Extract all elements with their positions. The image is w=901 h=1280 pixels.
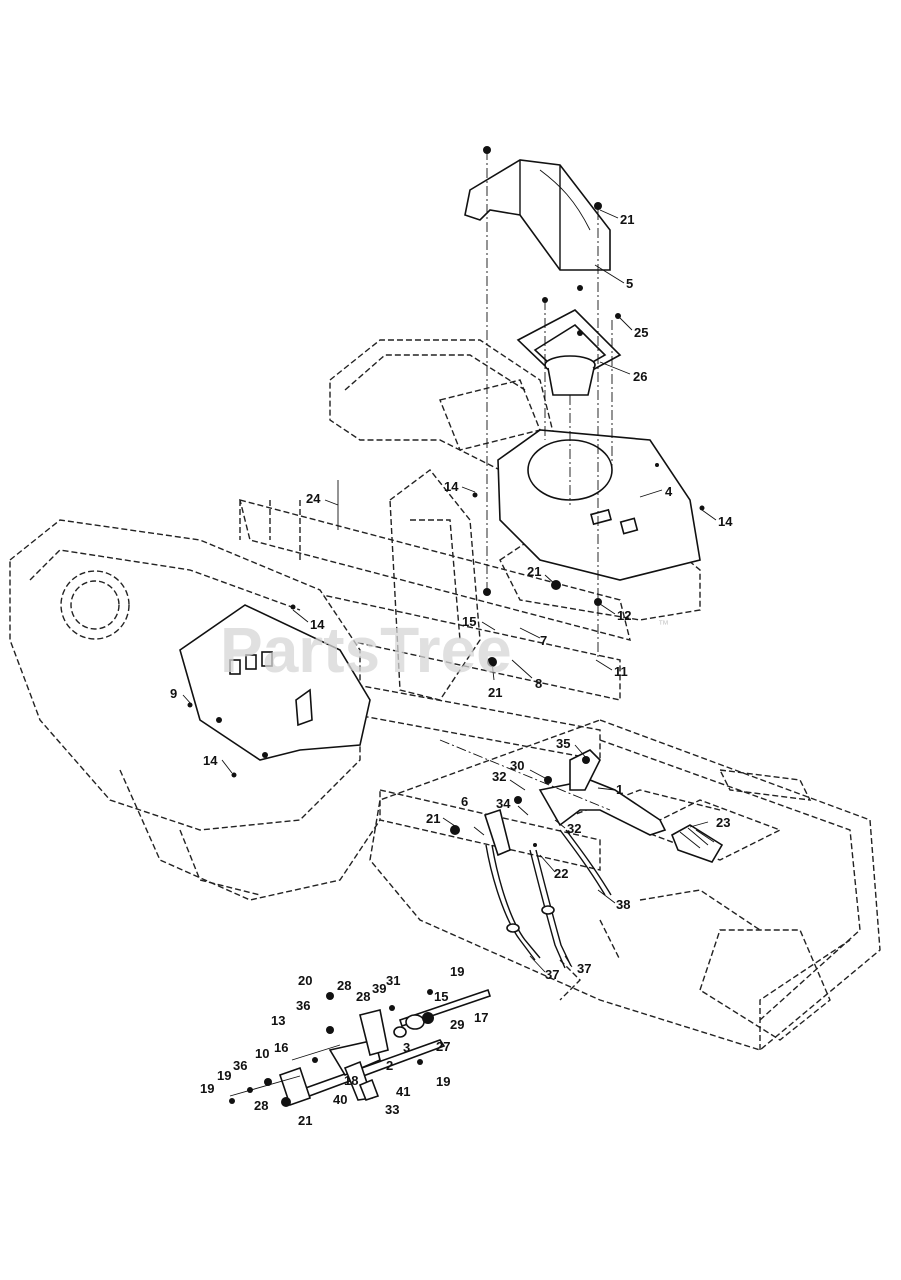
callout-31: 31 (386, 973, 400, 988)
callout-22: 22 (554, 866, 568, 881)
callout-7: 7 (540, 633, 547, 648)
callout-23: 23 (716, 815, 730, 830)
callout-41: 41 (396, 1084, 410, 1099)
callout-10: 10 (255, 1046, 269, 1061)
part-9-cover (179, 604, 371, 761)
callout-21: 21 (488, 685, 502, 700)
callout-20: 20 (298, 973, 312, 988)
part-4-console (497, 429, 701, 581)
part-1-lever (538, 749, 667, 836)
callout-6: 6 (461, 794, 468, 809)
part-23-knob (670, 824, 724, 863)
callout-5: 5 (626, 276, 633, 291)
callout-11: 11 (614, 664, 628, 679)
callout-4: 4 (665, 484, 673, 499)
callout-21: 21 (527, 564, 541, 579)
watermark-trademark: ™ (658, 619, 669, 631)
callout-32: 32 (567, 821, 581, 836)
callout-2: 2 (386, 1058, 393, 1073)
callout-19: 19 (200, 1081, 214, 1096)
callout-19: 19 (217, 1068, 231, 1083)
callout-28: 28 (254, 1098, 268, 1113)
callout-28: 28 (337, 978, 351, 993)
callout-32: 32 (492, 769, 506, 784)
callout-16: 16 (274, 1040, 288, 1055)
callout-17: 17 (474, 1010, 488, 1025)
callout-1: 1 (616, 782, 623, 797)
callout-labels: 21 5 25 26 4 14 14 24 21 12 14 15 7 11 9… (170, 212, 733, 1128)
callout-15: 15 (462, 614, 476, 629)
callout-8: 8 (535, 676, 542, 691)
part-6-arm (483, 808, 511, 857)
part-38-cable (559, 829, 612, 896)
callout-40: 40 (333, 1092, 347, 1107)
callout-19: 19 (436, 1074, 450, 1089)
callout-15: 15 (434, 989, 448, 1004)
callout-25: 25 (634, 325, 648, 340)
callout-38: 38 (616, 897, 630, 912)
callout-21: 21 (620, 212, 634, 227)
part-5-bracket (464, 159, 611, 271)
callout-24: 24 (306, 491, 321, 506)
callout-13: 13 (271, 1013, 285, 1028)
callout-14: 14 (310, 617, 325, 632)
part-37-cables (485, 844, 572, 969)
callout-36: 36 (233, 1058, 247, 1073)
callout-21: 21 (298, 1113, 312, 1128)
callout-14: 14 (718, 514, 733, 529)
callout-18: 18 (344, 1073, 358, 1088)
callout-14: 14 (444, 479, 459, 494)
callout-14: 14 (203, 753, 218, 768)
callout-12: 12 (617, 608, 631, 623)
callout-27: 27 (436, 1039, 450, 1054)
callout-39: 39 (372, 981, 386, 996)
callout-29: 29 (450, 1017, 464, 1032)
callout-21: 21 (426, 811, 440, 826)
hardware-dots (187, 146, 705, 1107)
callout-37: 37 (577, 961, 591, 976)
callout-35: 35 (556, 736, 570, 751)
callout-26: 26 (633, 369, 647, 384)
callout-28: 28 (356, 989, 370, 1004)
assembly-lines (182, 150, 717, 973)
callout-19: 19 (450, 964, 464, 979)
callout-33: 33 (385, 1102, 399, 1117)
callout-3: 3 (403, 1040, 410, 1055)
part-26-boot-plate (516, 309, 622, 396)
callout-36: 36 (296, 998, 310, 1013)
callout-9: 9 (170, 686, 177, 701)
callout-30: 30 (510, 758, 524, 773)
callout-37: 37 (545, 967, 559, 982)
chassis-frame (9, 339, 881, 1051)
callout-34: 34 (496, 796, 511, 811)
watermark: PartsTree (220, 614, 512, 686)
